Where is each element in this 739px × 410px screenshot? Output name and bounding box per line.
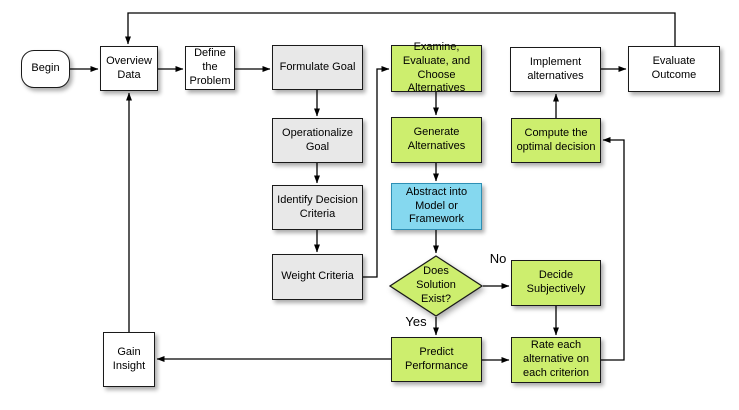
node-abstract-model: Abstract into Model or Framework bbox=[391, 183, 482, 230]
node-decide-subjectively: Decide Subjectively bbox=[511, 260, 601, 306]
node-generate-alternatives-label: Generate Alternatives bbox=[407, 126, 466, 152]
node-compute-optimal: Compute the optimal decision bbox=[511, 118, 601, 163]
node-decide-subjectively-label: Decide Subjectively bbox=[526, 269, 586, 295]
node-solution-exists-label: Does Solution Exist? bbox=[416, 265, 456, 305]
node-solution-exists: Does Solution Exist? bbox=[389, 255, 483, 317]
node-implement-alternatives-label: Implement alternatives bbox=[527, 55, 584, 82]
node-identify-criteria-label: Identify Decision Criteria bbox=[277, 193, 358, 220]
node-compute-optimal-label: Compute the optimal decision bbox=[516, 126, 596, 153]
node-define-problem: Define the Problem bbox=[185, 46, 235, 90]
node-formulate-goal-label: Formulate Goal bbox=[279, 60, 356, 73]
node-evaluate-outcome-label: Evaluate Outcome bbox=[651, 55, 697, 81]
node-examine-evaluate-choose: Examine, Evaluate, and Choose Alternativ… bbox=[391, 41, 482, 94]
node-generate-alternatives: Generate Alternatives bbox=[391, 117, 482, 163]
node-overview-data: Overview Data bbox=[100, 46, 158, 91]
node-weight-criteria: Weight Criteria bbox=[272, 254, 363, 300]
node-predict-performance-label: Predict Performance bbox=[405, 345, 468, 372]
node-identify-criteria: Identify Decision Criteria bbox=[272, 185, 363, 230]
node-overview-data-label: Overview Data bbox=[106, 54, 152, 81]
node-gain-insight-label: Gain Insight bbox=[112, 345, 146, 372]
node-operationalize-goal-label: Operationalize Goal bbox=[282, 126, 353, 153]
edge-label-yes: Yes bbox=[405, 314, 427, 329]
node-evaluate-outcome: Evaluate Outcome bbox=[628, 46, 720, 92]
node-begin: Begin bbox=[21, 50, 70, 88]
node-define-problem-label: Define the Problem bbox=[189, 47, 231, 87]
node-rate-alternatives: Rate each alternative on each criterion bbox=[511, 337, 601, 383]
node-formulate-goal: Formulate Goal bbox=[272, 45, 363, 90]
node-predict-performance: Predict Performance bbox=[391, 337, 482, 382]
diamond-shape bbox=[389, 255, 483, 317]
node-weight-criteria-label: Weight Criteria bbox=[281, 270, 354, 283]
edge-rate-to-compute bbox=[601, 137, 625, 361]
edge-weight-to-examine bbox=[363, 66, 390, 278]
edge-evaluate-to-overview-feedback bbox=[125, 12, 676, 46]
node-rate-alternatives-label: Rate each alternative on each criterion bbox=[522, 339, 590, 379]
node-operationalize-goal: Operationalize Goal bbox=[272, 118, 363, 163]
edge-label-no: No bbox=[489, 251, 507, 266]
node-abstract-model-label: Abstract into Model or Framework bbox=[405, 185, 468, 226]
node-begin-label: Begin bbox=[31, 62, 60, 75]
node-examine-evaluate-choose-label: Examine, Evaluate, and Choose Alternativ… bbox=[402, 41, 471, 95]
node-implement-alternatives: Implement alternatives bbox=[510, 47, 601, 92]
node-gain-insight: Gain Insight bbox=[103, 332, 155, 387]
